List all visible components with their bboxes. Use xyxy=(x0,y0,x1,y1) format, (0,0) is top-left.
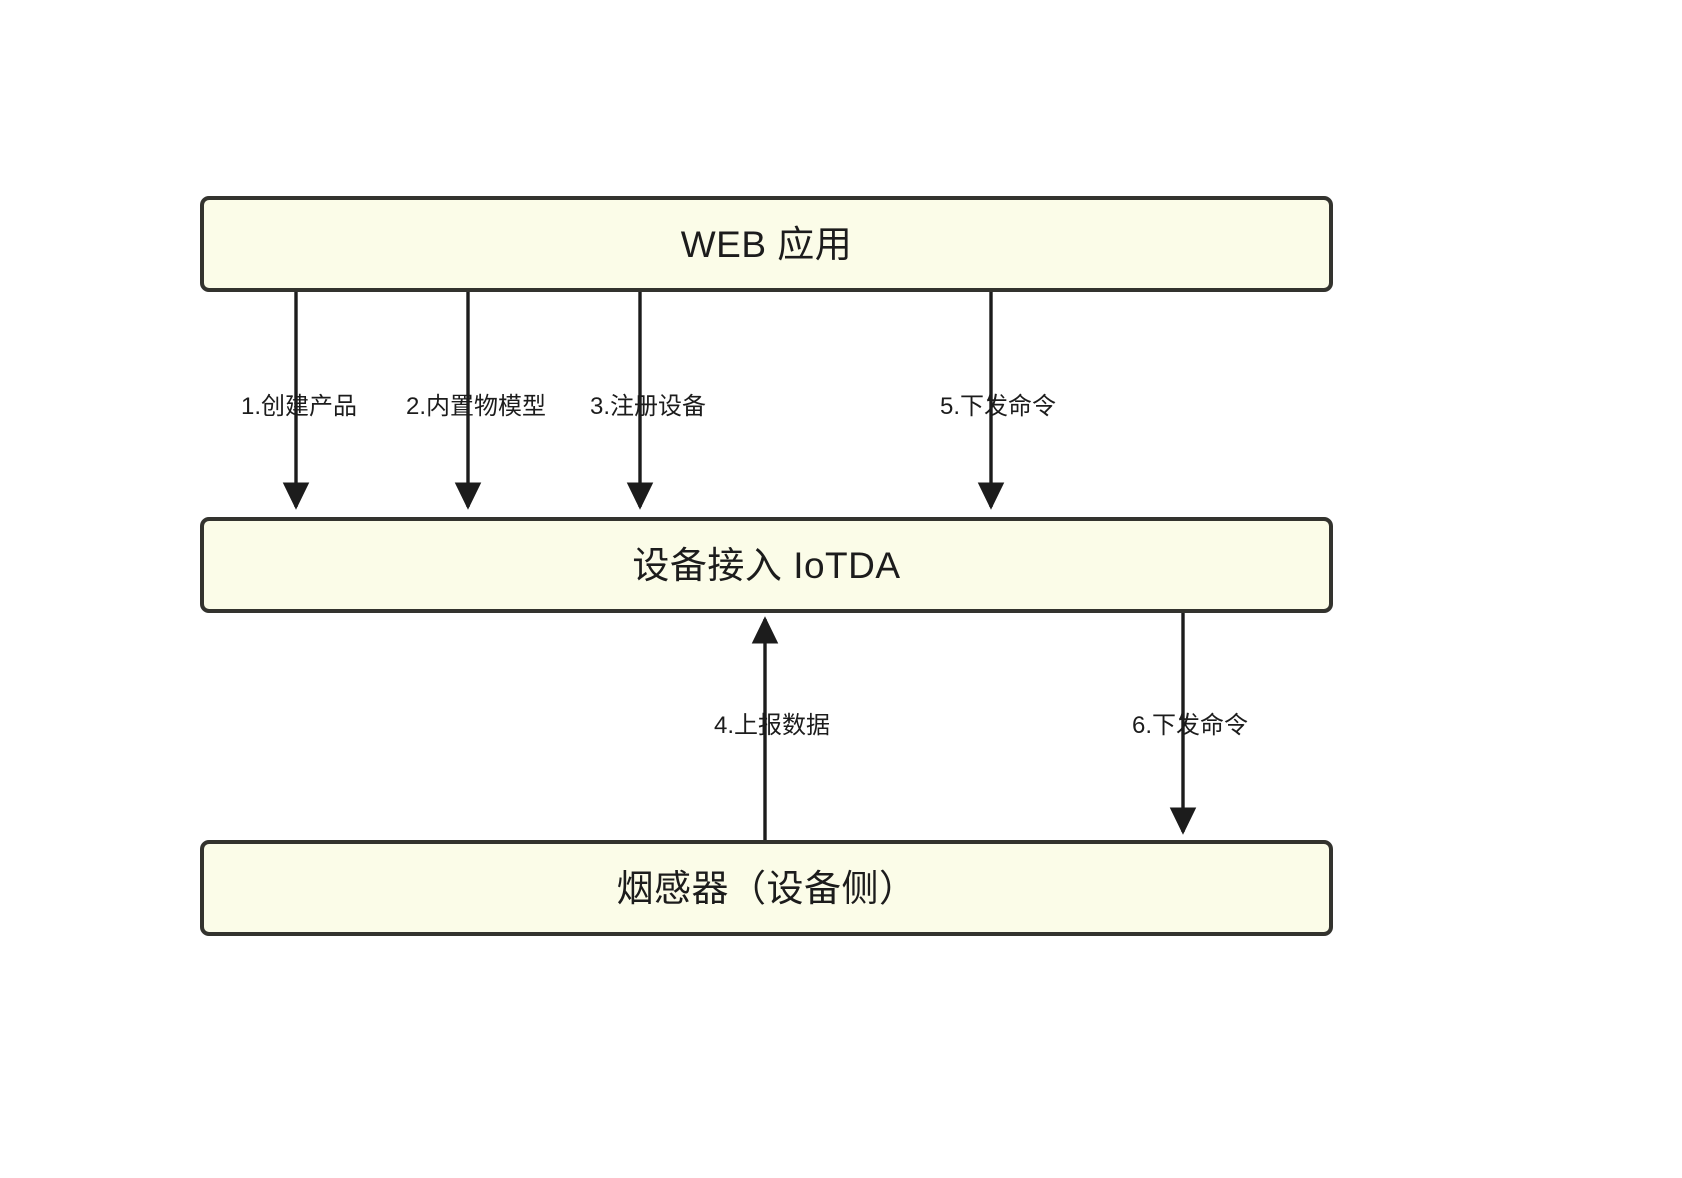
edge-label-6: 6.下发命令 xyxy=(1131,712,1248,739)
node-smoke-sensor[interactable]: 烟感器（设备侧） xyxy=(200,840,1333,936)
edge-label-1: 1.创建产品 xyxy=(240,393,357,420)
node-smoke-sensor-label: 烟感器（设备侧） xyxy=(616,867,917,909)
node-iotda[interactable]: 设备接入 IoTDA xyxy=(200,517,1333,613)
edge-label-3: 3.注册设备 xyxy=(589,393,706,420)
node-web-app-label: WEB 应用 xyxy=(680,223,853,265)
edge-label-4: 4.上报数据 xyxy=(713,712,830,739)
edge-label-5: 5.下发命令 xyxy=(939,393,1056,420)
node-web-app[interactable]: WEB 应用 xyxy=(200,196,1333,292)
edge-label-2: 2.内置物模型 xyxy=(405,393,546,420)
node-iotda-label: 设备接入 IoTDA xyxy=(632,544,901,586)
